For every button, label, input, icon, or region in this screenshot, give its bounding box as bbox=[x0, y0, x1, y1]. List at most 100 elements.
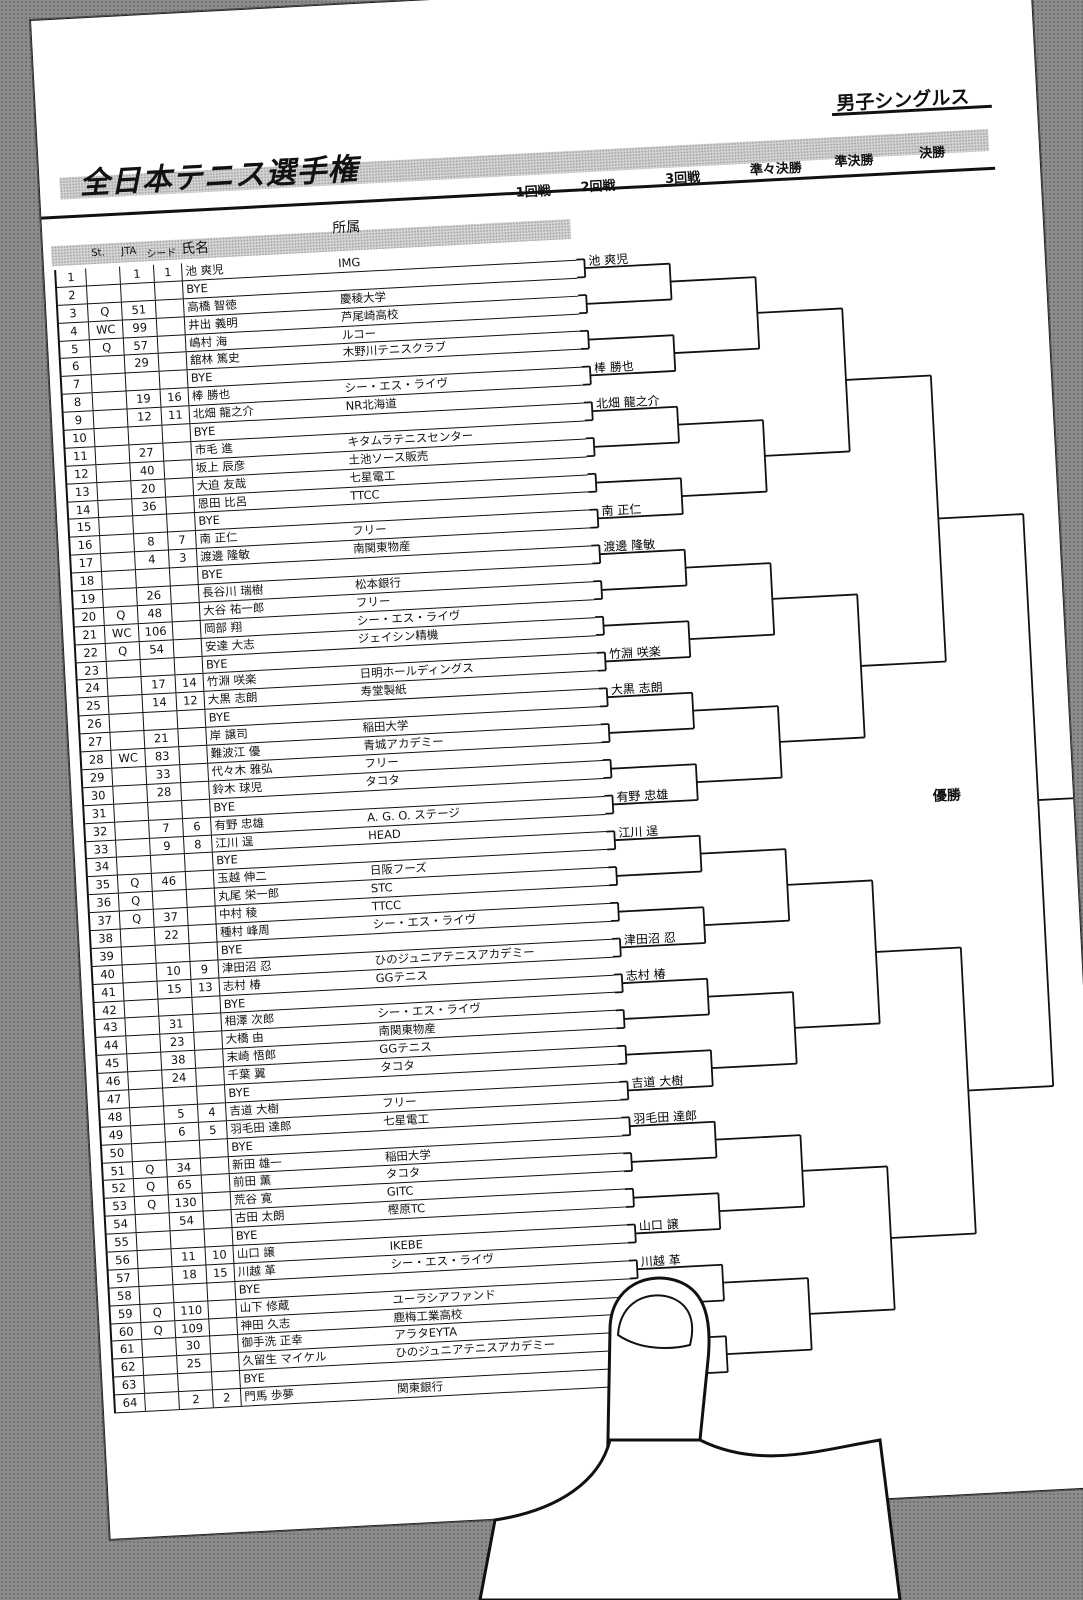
bracket-line bbox=[674, 347, 760, 354]
bracket-connector bbox=[676, 406, 680, 443]
seed: 10 bbox=[205, 1246, 235, 1265]
status bbox=[102, 588, 138, 607]
entry-number: 35 bbox=[87, 875, 119, 895]
entry-number: 33 bbox=[86, 840, 117, 859]
header-st: St. bbox=[91, 247, 106, 260]
bracket-connector bbox=[611, 795, 615, 814]
entry-number: 63 bbox=[114, 1376, 146, 1395]
entry-number: 42 bbox=[94, 1000, 126, 1020]
round-1-winner: 羽毛田 達郎 bbox=[633, 1109, 697, 1126]
entry-number: 18 bbox=[72, 572, 103, 591]
bracket-line bbox=[802, 1165, 888, 1172]
jta-rank: 99 bbox=[122, 318, 158, 338]
status: Q bbox=[103, 606, 139, 625]
status bbox=[86, 266, 121, 286]
entry-number: 3 bbox=[57, 304, 89, 323]
entry-number: 6 bbox=[60, 357, 92, 377]
seed bbox=[158, 352, 188, 372]
jta-rank: 4 bbox=[135, 550, 170, 570]
bracket-connector bbox=[639, 1331, 643, 1350]
bracket-connector bbox=[717, 1193, 722, 1230]
entry-number: 13 bbox=[67, 482, 99, 502]
jta-rank: 106 bbox=[138, 622, 174, 641]
jta-rank bbox=[178, 1372, 213, 1392]
entry-number: 16 bbox=[70, 536, 102, 555]
seed bbox=[154, 281, 184, 300]
bracket-connector bbox=[683, 549, 688, 586]
jta-rank: 30 bbox=[176, 1336, 212, 1356]
bracket-line bbox=[707, 991, 793, 998]
seed bbox=[165, 477, 195, 497]
jta-rank: 36 bbox=[132, 497, 168, 516]
header-affiliation: 所属 bbox=[331, 219, 361, 237]
bracket-line bbox=[629, 1120, 715, 1128]
bracket-line bbox=[622, 977, 708, 985]
bracket-line bbox=[715, 1134, 801, 1141]
status bbox=[131, 1142, 167, 1161]
status: Q bbox=[133, 1177, 169, 1197]
seed bbox=[169, 567, 199, 586]
seed: 16 bbox=[160, 388, 190, 407]
entry-number: 55 bbox=[106, 1233, 138, 1252]
seed bbox=[189, 942, 219, 961]
bracket-connector bbox=[679, 478, 684, 515]
bracket-line bbox=[719, 1205, 805, 1213]
seed bbox=[187, 906, 217, 925]
bracket-connector bbox=[628, 1117, 632, 1136]
bracket-line bbox=[890, 1232, 976, 1239]
quarterfinal-header: 準々決勝 bbox=[749, 160, 803, 179]
bracket-connector bbox=[799, 1135, 806, 1207]
round-1-winner: 吉道 大樹 bbox=[631, 1074, 683, 1091]
round-1-winner: 津田沼 忍 bbox=[624, 931, 676, 948]
entry-number: 58 bbox=[109, 1286, 141, 1306]
bracket-line bbox=[610, 763, 696, 770]
seed bbox=[166, 495, 196, 514]
jta-rank: 11 bbox=[171, 1247, 207, 1267]
bracket-line bbox=[875, 946, 961, 953]
status: WC bbox=[111, 749, 147, 768]
bracket-line bbox=[787, 879, 873, 886]
bracket-line bbox=[625, 1049, 711, 1056]
bracket-connector bbox=[617, 902, 620, 921]
seed bbox=[194, 1031, 224, 1050]
status bbox=[131, 1124, 166, 1143]
entry-number: 45 bbox=[97, 1054, 129, 1073]
bracket-connector bbox=[754, 277, 761, 349]
entry-number: 47 bbox=[99, 1090, 131, 1109]
bracket-connector bbox=[694, 764, 699, 801]
status bbox=[139, 1284, 175, 1304]
jta-rank bbox=[170, 1229, 206, 1249]
bracket-line bbox=[764, 450, 850, 457]
bracket-line bbox=[670, 276, 756, 283]
entry-number: 27 bbox=[80, 732, 112, 752]
jta-rank: 1 bbox=[120, 264, 155, 284]
status bbox=[101, 552, 136, 572]
entry-number: 60 bbox=[111, 1322, 143, 1341]
seed bbox=[182, 799, 211, 818]
bracket-connector bbox=[587, 330, 590, 349]
status bbox=[144, 1374, 179, 1393]
jta-rank: 51 bbox=[121, 300, 157, 320]
status bbox=[135, 1213, 171, 1233]
champion-line bbox=[1038, 797, 1074, 801]
seed bbox=[197, 1085, 226, 1104]
entry-number: 29 bbox=[82, 768, 114, 788]
round-1-winner: 北畑 龍之介 bbox=[595, 393, 660, 411]
bracket-line bbox=[594, 441, 680, 448]
jta-rank: 23 bbox=[160, 1033, 196, 1052]
status: WC bbox=[104, 623, 140, 643]
jta-rank: 48 bbox=[137, 604, 173, 623]
seed bbox=[177, 710, 207, 729]
jta-rank bbox=[155, 943, 191, 963]
seed bbox=[193, 1013, 223, 1033]
bracket-line bbox=[627, 1085, 713, 1092]
seed bbox=[155, 299, 185, 318]
bracket-line bbox=[592, 405, 678, 413]
bracket-connector bbox=[841, 308, 851, 452]
bracket-connector bbox=[709, 1050, 714, 1087]
entry-number: 48 bbox=[100, 1108, 131, 1127]
bracket-connector bbox=[672, 335, 677, 372]
round-3-header: 3回戦 bbox=[664, 170, 701, 187]
jta-rank: 110 bbox=[174, 1301, 210, 1320]
bracket-connector bbox=[641, 1367, 645, 1386]
